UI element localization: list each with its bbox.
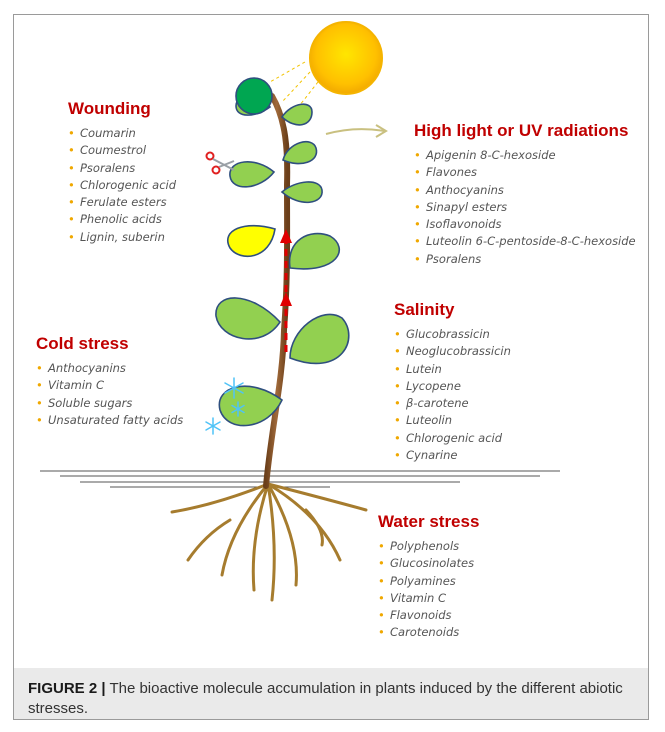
list-item: Glucosinolates bbox=[378, 555, 479, 572]
list-item: Chlorogenic acid bbox=[394, 430, 511, 447]
stem bbox=[266, 96, 287, 486]
list-item: Isoflavonoids bbox=[414, 216, 636, 233]
list-item: Vitamin C bbox=[36, 377, 183, 394]
list-item: Lignin, suberin bbox=[68, 229, 176, 246]
list-item: Lutein bbox=[394, 361, 511, 378]
list-item: Anthocyanins bbox=[414, 182, 636, 199]
bud bbox=[236, 78, 272, 114]
salinity-group: Salinity Glucobrassicin Neoglucobrassici… bbox=[394, 300, 511, 464]
figure-caption: FIGURE 2 | The bioactive molecule accumu… bbox=[28, 679, 628, 719]
list-item: Luteolin 6-C-pentoside-8-C-hexoside bbox=[414, 233, 636, 250]
list-item: Polyphenols bbox=[378, 538, 479, 555]
leaf bbox=[228, 226, 275, 257]
wounding-title: Wounding bbox=[68, 99, 176, 119]
list-item: Flavonoids bbox=[378, 607, 479, 624]
water-list: Polyphenols Glucosinolates Polyamines Vi… bbox=[378, 538, 479, 642]
leaf bbox=[216, 298, 280, 339]
uv-group: High light or UV radiations Apigenin 8-C… bbox=[414, 121, 636, 268]
list-item: Luteolin bbox=[394, 412, 511, 429]
list-item: Sinapyl esters bbox=[414, 199, 636, 216]
cold-group: Cold stress Anthocyanins Vitamin C Solub… bbox=[36, 334, 183, 429]
caption-text: The bioactive molecule accumulation in p… bbox=[28, 680, 623, 717]
wounding-list: Coumarin Coumestrol Psoralens Chlorogeni… bbox=[68, 125, 176, 246]
list-item: Anthocyanins bbox=[36, 360, 183, 377]
list-item: Cynarine bbox=[394, 447, 511, 464]
list-item: Chlorogenic acid bbox=[68, 177, 176, 194]
sun-icon bbox=[310, 22, 382, 94]
water-group: Water stress Polyphenols Glucosinolates … bbox=[378, 512, 479, 642]
cold-list: Anthocyanins Vitamin C Soluble sugars Un… bbox=[36, 360, 183, 429]
ground-lines bbox=[40, 471, 560, 487]
salinity-list: Glucobrassicin Neoglucobrassicin Lutein … bbox=[394, 326, 511, 464]
cold-title: Cold stress bbox=[36, 334, 183, 354]
uv-title: High light or UV radiations bbox=[414, 121, 636, 141]
list-item: Vitamin C bbox=[378, 590, 479, 607]
list-item: Glucobrassicin bbox=[394, 326, 511, 343]
list-item: Unsaturated fatty acids bbox=[36, 412, 183, 429]
leaf bbox=[290, 314, 349, 363]
leaf bbox=[290, 234, 340, 269]
list-item: Flavones bbox=[414, 164, 636, 181]
uv-list: Apigenin 8-C-hexoside Flavones Anthocyan… bbox=[414, 147, 636, 268]
list-item: Neoglucobrassicin bbox=[394, 343, 511, 360]
water-title: Water stress bbox=[378, 512, 479, 532]
roots bbox=[172, 484, 366, 600]
wounding-group: Wounding Coumarin Coumestrol Psoralens C… bbox=[68, 99, 176, 246]
list-item: Phenolic acids bbox=[68, 211, 176, 228]
list-item: Polyamines bbox=[378, 573, 479, 590]
list-item: Ferulate esters bbox=[68, 194, 176, 211]
caption-label: FIGURE 2 | bbox=[28, 680, 106, 697]
list-item: Psoralens bbox=[414, 251, 636, 268]
arrow-icon bbox=[326, 125, 386, 137]
list-item: β-carotene bbox=[394, 395, 511, 412]
list-item: Psoralens bbox=[68, 160, 176, 177]
list-item: Carotenoids bbox=[378, 624, 479, 641]
list-item: Coumestrol bbox=[68, 142, 176, 159]
salinity-title: Salinity bbox=[394, 300, 511, 320]
leaf bbox=[282, 104, 312, 125]
list-item: Coumarin bbox=[68, 125, 176, 142]
list-item: Soluble sugars bbox=[36, 395, 183, 412]
list-item: Lycopene bbox=[394, 378, 511, 395]
leaf bbox=[230, 162, 274, 187]
list-item: Apigenin 8-C-hexoside bbox=[414, 147, 636, 164]
